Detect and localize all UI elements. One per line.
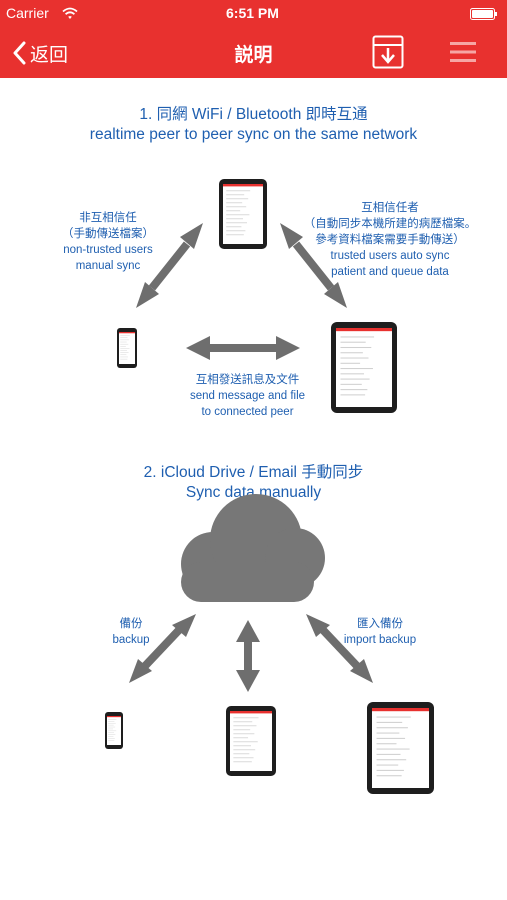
import-backup-label: 匯入備份 import backup	[343, 618, 417, 646]
untrusted-label: 非互相信任 （手動傳送檔案） non-trusted users manual …	[62, 212, 154, 272]
download-icon[interactable]	[372, 35, 404, 69]
trusted-label: 互相信任者 （自動同步本機所建的病歷檔案。 參考資料檔案需要手動傳送） trus…	[303, 202, 477, 278]
carrier-label: Carrier	[6, 5, 49, 21]
tablet-bottom-middle-device	[226, 706, 276, 776]
section1-subtitle: realtime peer to peer sync on the same n…	[89, 126, 418, 143]
menu-icon[interactable]	[450, 41, 476, 63]
backup-label: 備份 backup	[112, 618, 150, 646]
tablet-bottom-right-device	[367, 702, 434, 794]
double-arrow-icon	[129, 614, 373, 692]
phone-left-device	[117, 328, 137, 368]
status-time: 6:51 PM	[226, 5, 279, 21]
double-arrow-icon	[136, 223, 347, 360]
sync-diagram	[105, 179, 434, 794]
message-label: 互相發送訊息及文件 send message and file to conne…	[189, 374, 306, 418]
wifi-icon	[62, 7, 78, 19]
page-title: 説明	[234, 44, 273, 66]
cloud-icon	[181, 494, 325, 602]
battery-icon	[470, 8, 497, 20]
section2-subtitle: Sync data manually	[185, 484, 322, 501]
help-content: 1. 同網 WiFi / Bluetooth 即時互通 realtime pee…	[0, 78, 507, 900]
section1-title: 1. 同網 WiFi / Bluetooth 即時互通	[139, 106, 368, 123]
navigation-bar: 返回 説明	[0, 28, 507, 78]
back-button-label: 返回	[30, 43, 69, 66]
tablet-top-device	[219, 179, 267, 249]
phone-bottom-device	[105, 712, 123, 749]
back-chevron-icon	[13, 41, 26, 65]
tablet-right-device	[331, 322, 397, 413]
section2-title: 2. iCloud Drive / Email 手動同步	[143, 464, 364, 481]
status-bar: Carrier 6:51 PM	[0, 0, 507, 28]
back-button[interactable]: 返回	[12, 37, 68, 69]
